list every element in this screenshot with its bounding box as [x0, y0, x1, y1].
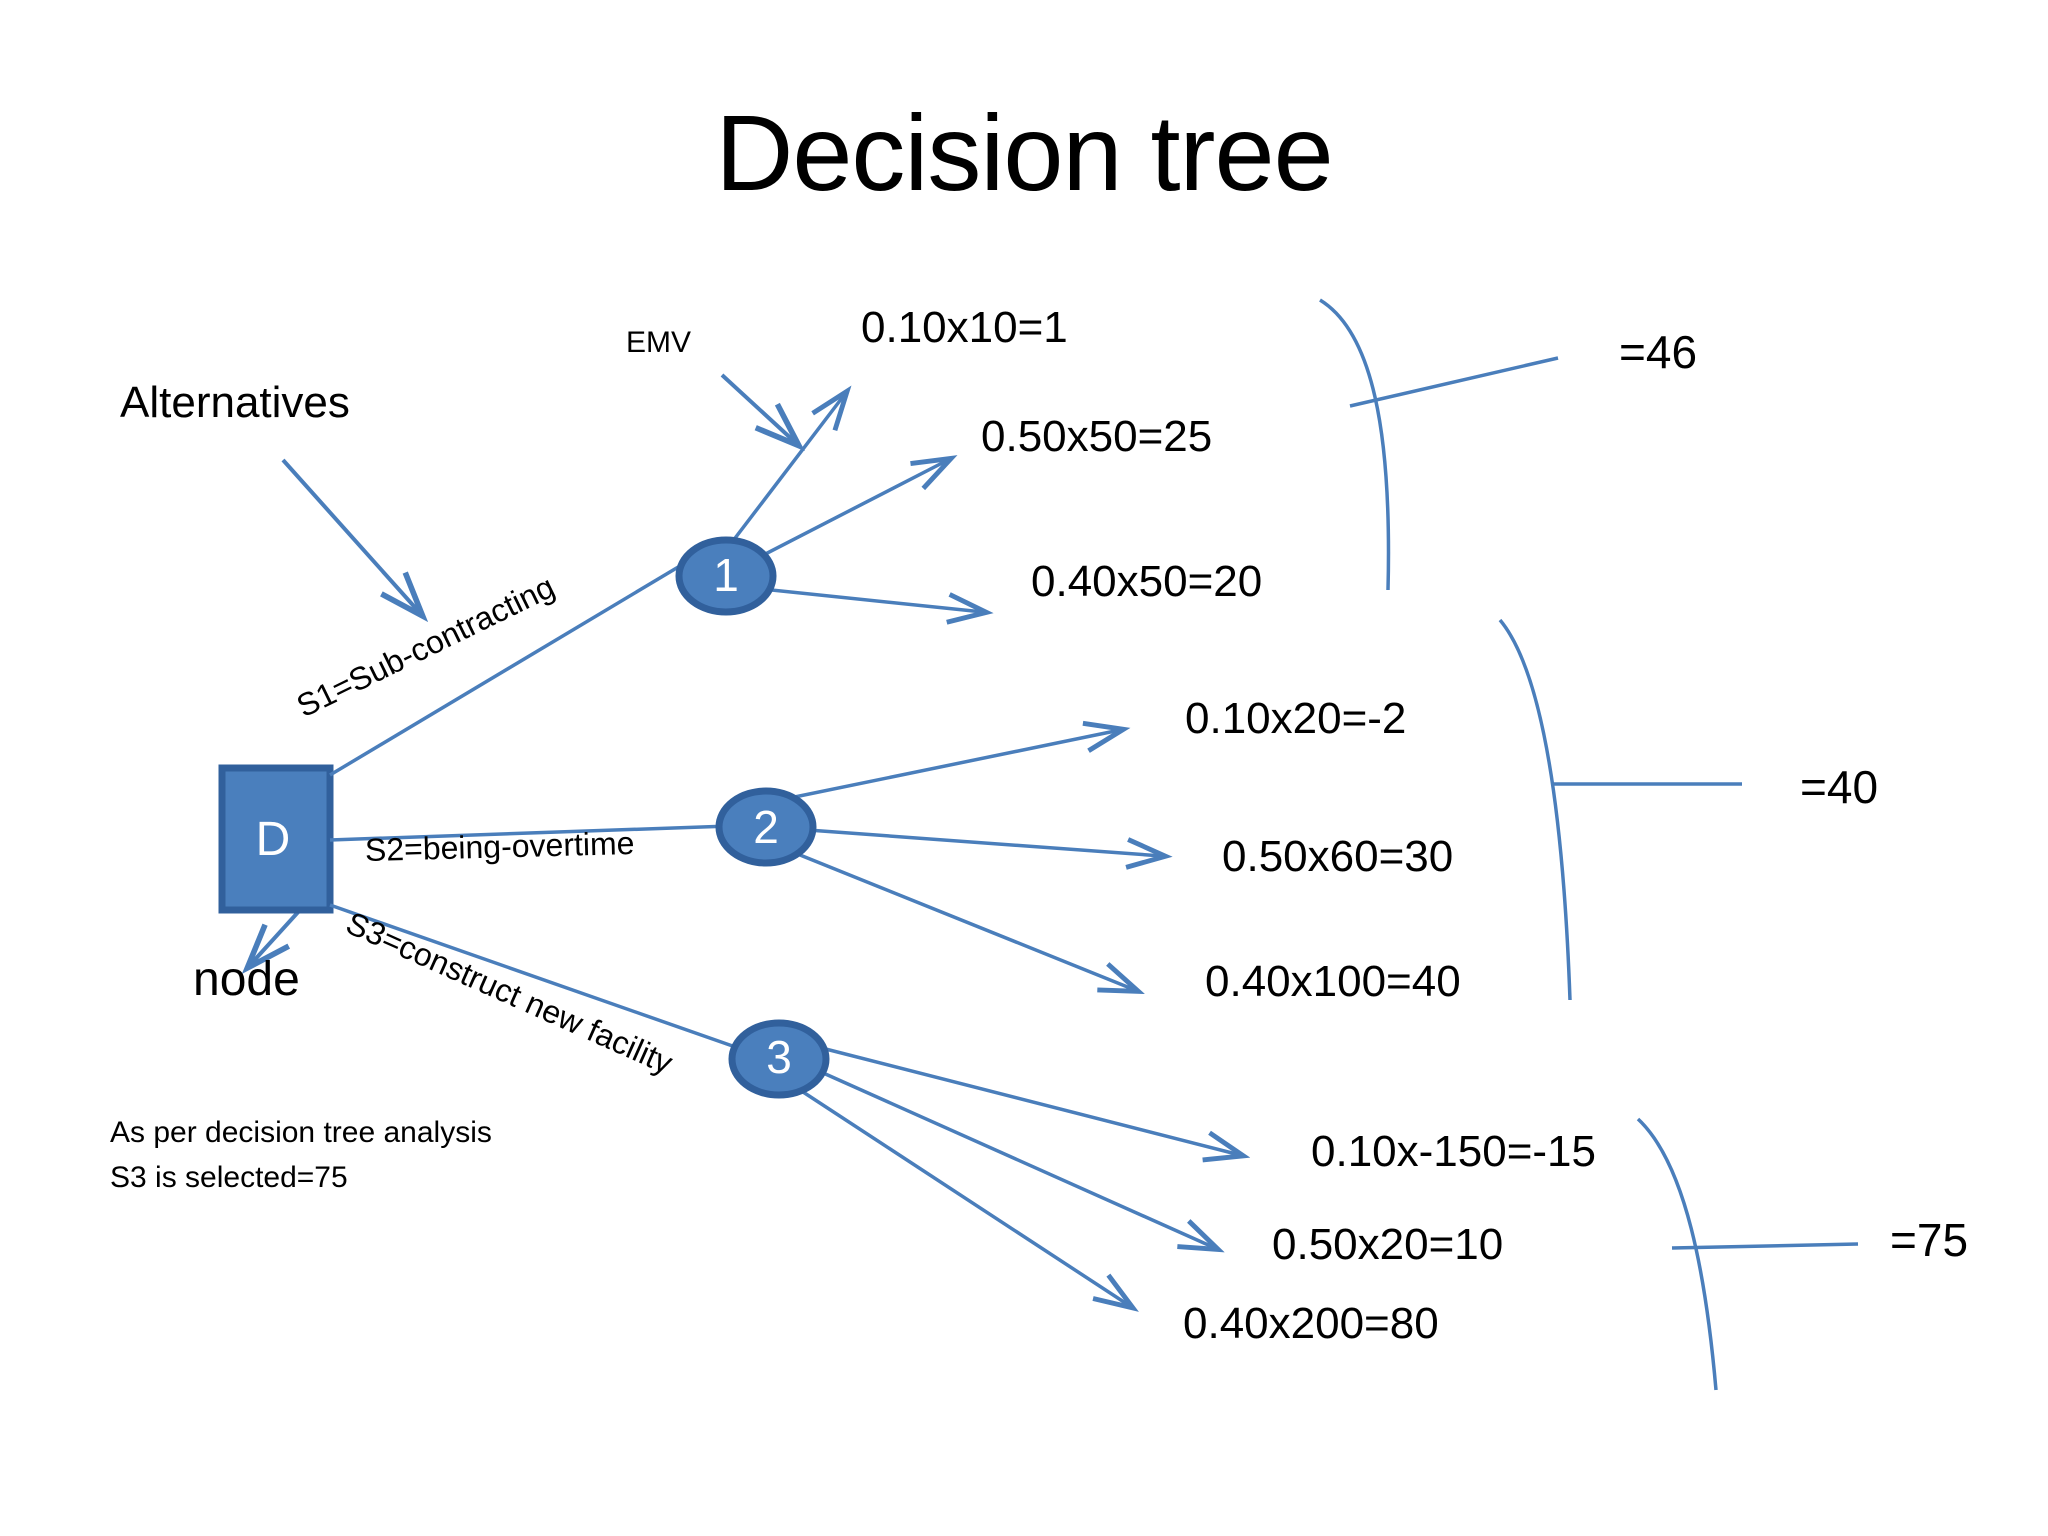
- outcome-value-1-1: 0.10x10=1: [861, 303, 1068, 352]
- emv-total-node-2: =40: [1800, 761, 1879, 813]
- outcome-value-2-1: 0.10x20=-2: [1185, 694, 1407, 743]
- branch-s1[interactable]: [329, 558, 691, 777]
- alternatives-pointer-arrow: [281, 458, 420, 613]
- chance-node-2[interactable]: [715, 787, 817, 867]
- emv-total-node-3: =75: [1890, 1214, 1969, 1266]
- emv-brace-2: [1498, 618, 1572, 1001]
- outcome-branch-2-1[interactable]: [779, 730, 1120, 802]
- outcome-branch-1-1[interactable]: [724, 394, 845, 552]
- alternatives-label: Alternatives: [120, 378, 350, 427]
- emv-brace-3: [1636, 1117, 1718, 1391]
- outcome-branch-1-2[interactable]: [743, 460, 948, 567]
- emv-pointer-arrow: [720, 373, 796, 443]
- outcome-value-2-3: 0.40x100=40: [1205, 957, 1461, 1006]
- outcome-value-3-3: 0.40x200=80: [1183, 1299, 1439, 1348]
- emv-brace-1: [1319, 298, 1391, 591]
- node-label-word: node: [193, 953, 300, 1006]
- outcome-branch-3-3[interactable]: [799, 1088, 1130, 1306]
- outcome-branch-2-3[interactable]: [799, 853, 1135, 990]
- outcome-branch-3-2[interactable]: [811, 1066, 1215, 1248]
- conclusion-line-1: As per decision tree analysis: [110, 1116, 492, 1149]
- outcome-branch-3-1[interactable]: [809, 1043, 1240, 1155]
- outcome-value-2-2: 0.50x60=30: [1222, 832, 1454, 881]
- outcome-branch-1-3[interactable]: [751, 586, 983, 612]
- page-title: Decision tree: [715, 92, 1333, 213]
- emv-tick-3: [1671, 1242, 1859, 1250]
- emv-label: EMV: [626, 326, 692, 359]
- outcome-value-3-2: 0.50x20=10: [1272, 1220, 1504, 1269]
- emv-total-node-1: =46: [1619, 326, 1698, 378]
- branch-s3[interactable]: [329, 903, 745, 1052]
- outcome-value-1-2: 0.50x50=25: [981, 412, 1213, 461]
- conclusion-line-2: S3 is selected=75: [110, 1161, 348, 1194]
- chance-node-1[interactable]: [675, 536, 777, 616]
- emv-tick-1: [1349, 356, 1559, 408]
- outcome-branch-2-2[interactable]: [807, 828, 1162, 856]
- outcome-value-1-3: 0.40x50=20: [1031, 557, 1263, 606]
- branch-label-s2: S2=being-overtime: [364, 824, 635, 868]
- branch-s2[interactable]: [329, 824, 731, 842]
- node-pointer-arrow: [250, 908, 302, 965]
- outcome-value-3-1: 0.10x-150=-15: [1311, 1127, 1596, 1176]
- chance-node-3[interactable]: [728, 1019, 830, 1099]
- decision-node-d[interactable]: [218, 764, 334, 914]
